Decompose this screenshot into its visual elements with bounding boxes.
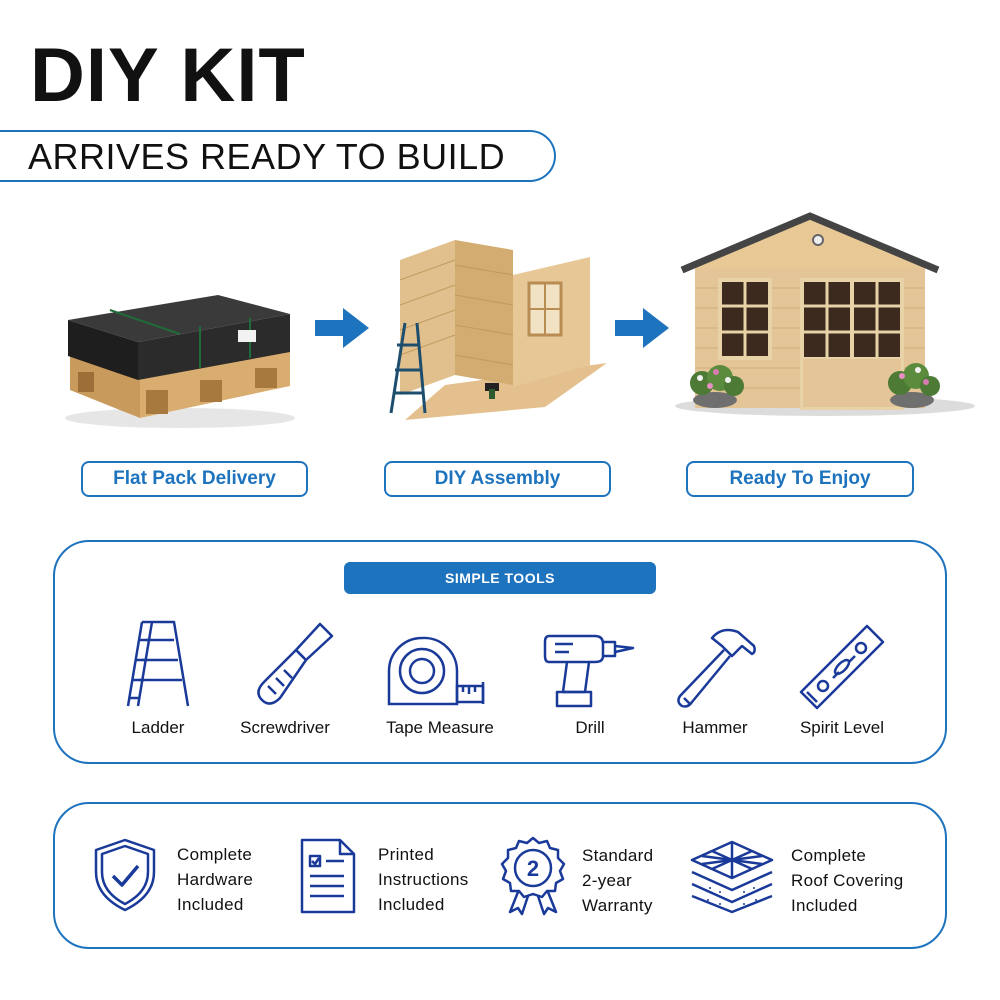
step-ready-to-enjoy-label: Ready To Enjoy [686, 461, 914, 497]
flat-pack-pallet-image [65, 295, 295, 428]
page-title: DIY KIT [30, 33, 306, 118]
arrow-right-icon [615, 308, 669, 348]
tool-label-tape-measure: Tape Measure [386, 718, 494, 737]
step-flat-pack-label: Flat Pack Delivery [81, 461, 308, 497]
screwdriver-icon [257, 622, 334, 705]
drill-icon [543, 634, 635, 708]
arrow-right-icon [315, 308, 369, 348]
roof-layers-icon [690, 840, 774, 914]
award-badge-icon: 2 [500, 836, 566, 916]
document-icon [300, 838, 356, 914]
assembly-walls-image [389, 240, 607, 420]
feature-warranty-text: Standard 2-year Warranty [582, 846, 654, 915]
tool-label-ladder: Ladder [131, 718, 185, 737]
tool-label-spirit-level: Spirit Level [799, 718, 885, 737]
hammer-icon [677, 628, 756, 708]
spirit-level-icon [799, 624, 885, 710]
tape-measure-icon [387, 636, 485, 706]
tool-label-drill: Drill [575, 718, 605, 737]
subtitle-frame [0, 130, 556, 182]
page-subtitle: ARRIVES READY TO BUILD [28, 136, 506, 177]
shield-check-icon [94, 838, 156, 912]
finished-cabin-image [675, 212, 975, 416]
features-card [53, 802, 947, 949]
award-badge-number: 2 [527, 856, 539, 881]
feature-hardware-text: Complete Hardware Included [177, 845, 254, 914]
feature-roof-covering-text: Complete Roof Covering Included [791, 846, 904, 915]
tools-header: SIMPLE TOOLS [344, 562, 656, 594]
step-diy-assembly-label: DIY Assembly [384, 461, 611, 497]
tools-card [53, 540, 947, 764]
tool-label-hammer: Hammer [682, 718, 748, 737]
tool-label-screwdriver: Screwdriver [240, 718, 330, 737]
feature-instructions-text: Printed Instructions Included [378, 845, 469, 914]
ladder-icon [126, 620, 190, 707]
